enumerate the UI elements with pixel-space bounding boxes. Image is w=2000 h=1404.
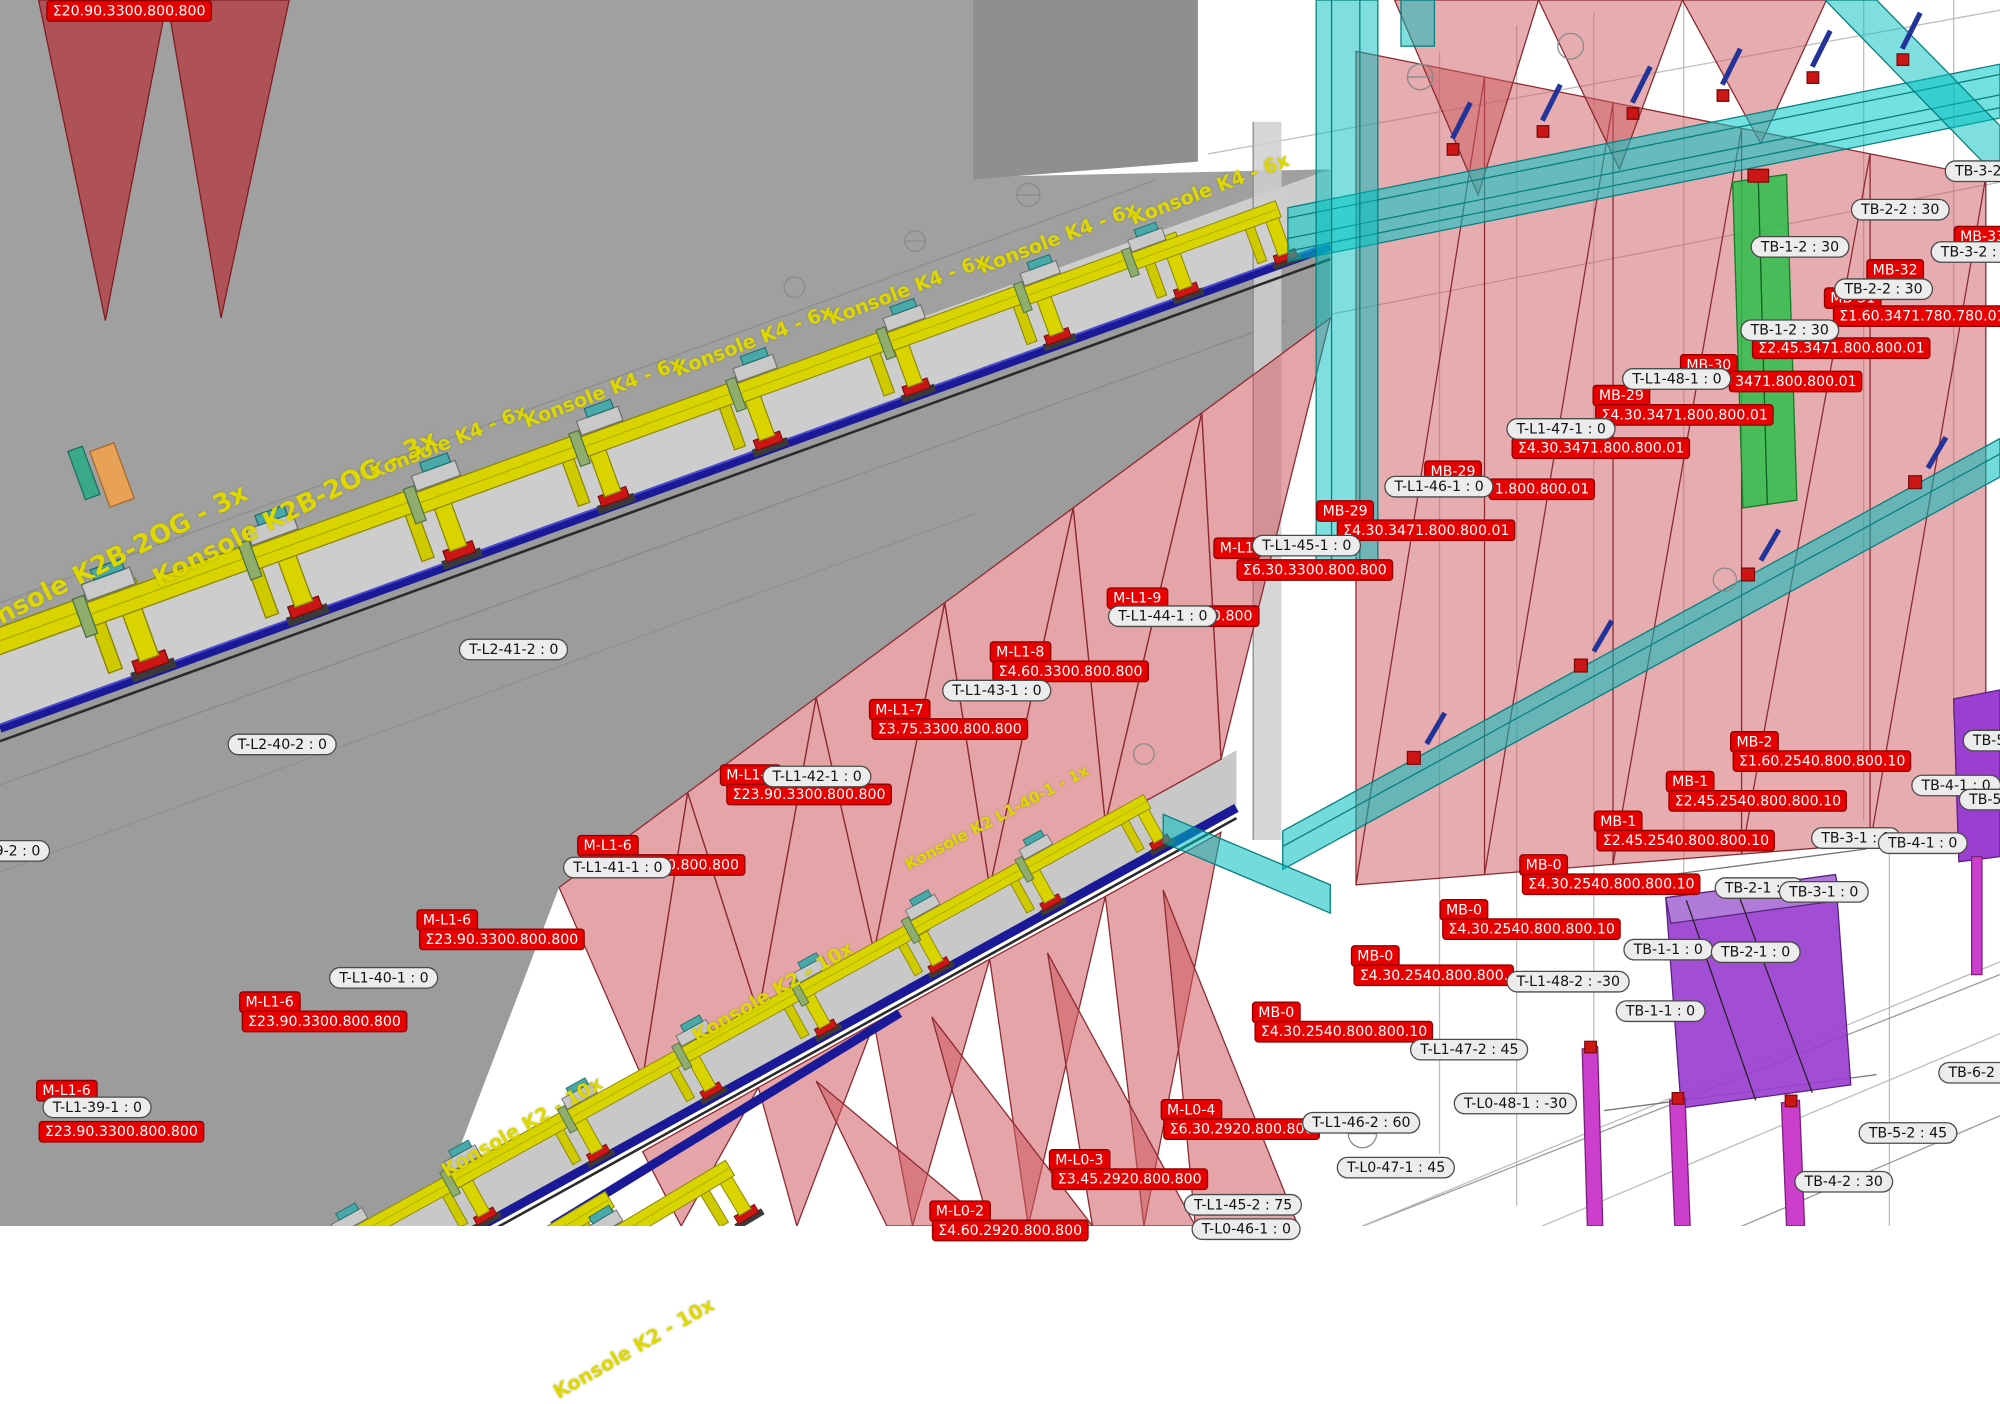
panel-triangles-right — [1355, 0, 1987, 886]
assembly-label[interactable]: Σ4.30.2540.800.800.10 — [1442, 918, 1622, 940]
part-tag[interactable]: TB-3-2 : 0 — [1944, 160, 2000, 183]
assembly-label[interactable]: 1.800.800.01 — [1488, 478, 1596, 501]
assembly-label[interactable]: Σ2.45.3471.800.800.01 — [1751, 337, 1932, 360]
assembly-label[interactable]: 0.800 — [1205, 605, 1259, 628]
part-tag[interactable]: T-L1-39-1 : 0 — [42, 1096, 153, 1119]
edge-rails[interactable] — [0, 241, 1332, 1226]
part-tag[interactable]: TB-5-2 : 45 — [1858, 1122, 1958, 1144]
assembly-label[interactable]: Σ6.30.2920.800.800 — [1163, 1118, 1320, 1141]
assembly-label[interactable]: Σ3.45.2920.800.800 — [1051, 1168, 1209, 1191]
part-tag[interactable]: T-L0-48-1 : -30 — [1453, 1092, 1578, 1115]
assembly-label[interactable]: MB-1 — [1665, 770, 1715, 793]
part-tag[interactable]: T-L1-48-2 : -30 — [1506, 970, 1631, 993]
assembly-label[interactable]: Σ2.45.2540.800.800.10 — [1668, 789, 1848, 812]
assembly-label[interactable]: M-L1-7 — [868, 698, 930, 721]
assembly-label[interactable]: Σ4.30.2540.800.800.10 — [1254, 1020, 1434, 1043]
part-tag[interactable]: T-L1-43-1 : 0 — [942, 679, 1052, 702]
steel-consoles-upper[interactable] — [0, 178, 1304, 754]
assembly-label[interactable]: Σ4.30.2540.800.800. — [1353, 964, 1515, 987]
part-tag[interactable]: TB-1-2 : 30 — [1740, 319, 1840, 342]
part-tag[interactable]: T-L1-46-2 : 60 — [1302, 1111, 1421, 1134]
part-tag[interactable]: T-L1-40-1 : 0 — [329, 966, 439, 989]
part-tag[interactable]: TB-4-1 : 0 — [1877, 832, 1968, 855]
assembly-label[interactable]: Σ4.60.2920.800.800 — [931, 1219, 1089, 1242]
part-tag[interactable]: T-L1-45-1 : 0 — [1251, 534, 1362, 557]
assembly-label[interactable]: M-L0-2 — [929, 1200, 991, 1223]
part-tag[interactable]: T-L1-48-1 : 0 — [1622, 368, 1732, 390]
assembly-label[interactable]: MB-1 — [1593, 810, 1643, 833]
assembly-label[interactable]: Σ4.30.3471.800.800.01 — [1595, 403, 1775, 426]
assembly-label[interactable]: Σ2.45.2540.800.800.10 — [1596, 829, 1776, 852]
assembly-label[interactable]: Σ4.30.3471.800.800.01 — [1511, 437, 1691, 460]
assembly-label[interactable]: MB-29 — [1316, 500, 1375, 522]
part-tag[interactable]: T-L2-40-2 : 0 — [227, 733, 338, 756]
orange-plate — [67, 442, 136, 508]
assembly-label[interactable]: Σ4.30.3471.800.800.01 — [1336, 519, 1516, 542]
part-tag[interactable]: T-L0-47-1 : 45 — [1336, 1156, 1456, 1179]
part-tag[interactable]: T-L1-47-1 : 0 — [1506, 418, 1617, 440]
part-tag[interactable]: T-L0-46-1 : 0 — [1191, 1218, 1302, 1241]
part-tag[interactable]: TB-2-1 : 0 — [1710, 941, 1801, 964]
assembly-label[interactable]: M-L1 — [1213, 537, 1261, 560]
part-tag[interactable]: TB-5-1 : 0 — [1958, 788, 2000, 811]
part-tag[interactable]: TB-2-2 : 30 — [1850, 198, 1950, 221]
part-tag[interactable]: T-L1-46-1 : 0 — [1384, 475, 1495, 498]
assembly-label[interactable]: Σ3.75.3300.800.800 — [871, 718, 1029, 740]
assembly-label[interactable]: Σ4.30.2540.800.800.10 — [1521, 873, 1701, 896]
assembly-label[interactable]: M-L1-8 — [989, 641, 1051, 664]
konsole-annotation: Konsole K2 - 10x — [549, 1293, 719, 1404]
part-tag[interactable]: T-L1-42-1 : 0 — [762, 765, 872, 788]
part-tag[interactable]: TB-4-2 : 30 — [1794, 1170, 1894, 1193]
fastener-marks — [1406, 11, 1949, 1108]
assembly-label[interactable]: M-L1-6 — [577, 834, 639, 857]
part-tag[interactable]: TB-5-1 : 0 — [1962, 729, 2000, 752]
part-tag[interactable]: T-L2-41-2 : 0 — [458, 638, 569, 661]
assembly-label[interactable]: Σ23.90.3300.800.800 — [241, 1010, 408, 1033]
assembly-label[interactable]: Σ1.60.3471.780.780.01 — [1832, 305, 2000, 328]
survey-marks — [783, 32, 1738, 1149]
assembly-label[interactable]: Σ23.90.3300.800.800 — [419, 928, 585, 951]
assembly-label[interactable]: Σ1.60.2540.800.800.10 — [1732, 750, 1912, 773]
part-tag[interactable]: TB-2-2 : 30 — [1834, 278, 1933, 301]
part-tag[interactable]: TB-3-1 : 0 — [1778, 881, 1869, 903]
panel-triangles-topleft — [37, 0, 290, 321]
part-tag[interactable]: TB-3-2 : 30 — [1930, 241, 2000, 263]
assembly-label[interactable]: Σ6.30.3300.800.800 — [1236, 559, 1394, 581]
assembly-label[interactable]: Σ20.90.3300.800.800 — [46, 0, 212, 22]
cyan-steel-frame[interactable] — [1162, 0, 2000, 915]
assembly-label[interactable]: MB-32 — [1866, 259, 1925, 281]
part-tag[interactable]: T-L1-45-2 : 75 — [1183, 1193, 1303, 1216]
assembly-label[interactable]: 3471.800.800.01 — [1728, 370, 1864, 393]
assembly-label[interactable]: Σ4.60.3300.800.800 — [992, 660, 1149, 683]
part-tag[interactable]: T-L2-39-2 : 0 — [0, 839, 51, 862]
panel-triangles-lower — [641, 831, 1299, 1226]
labels-layer: Σ20.90.3300.800.800MB-33MB-32MB-31Σ1.60.… — [0, 0, 2000, 1242]
assembly-label[interactable]: M-L0-4 — [1160, 1099, 1222, 1121]
assembly-label[interactable]: M-L1-6 — [239, 991, 301, 1014]
assembly-label[interactable]: MB-2 — [1730, 730, 1779, 753]
part-tag[interactable]: T-L1-41-1 : 0 — [562, 856, 673, 879]
assembly-label[interactable]: M-L0-3 — [1048, 1149, 1110, 1171]
part-tag[interactable]: TB-1-1 : 0 — [1615, 1000, 1706, 1023]
part-tag[interactable]: TB-1-2 : 30 — [1750, 235, 1850, 258]
part-tag[interactable]: T-L1-44-1 : 0 — [1107, 605, 1218, 628]
part-tag[interactable]: TB-1-1 : 0 — [1623, 938, 1714, 961]
part-tag[interactable]: TB-6-2 : 45 — [1938, 1061, 2000, 1084]
assembly-label[interactable]: Σ23.90.3300.800.800 — [38, 1120, 205, 1143]
part-tag[interactable]: T-L1-47-2 : 45 — [1409, 1038, 1529, 1061]
